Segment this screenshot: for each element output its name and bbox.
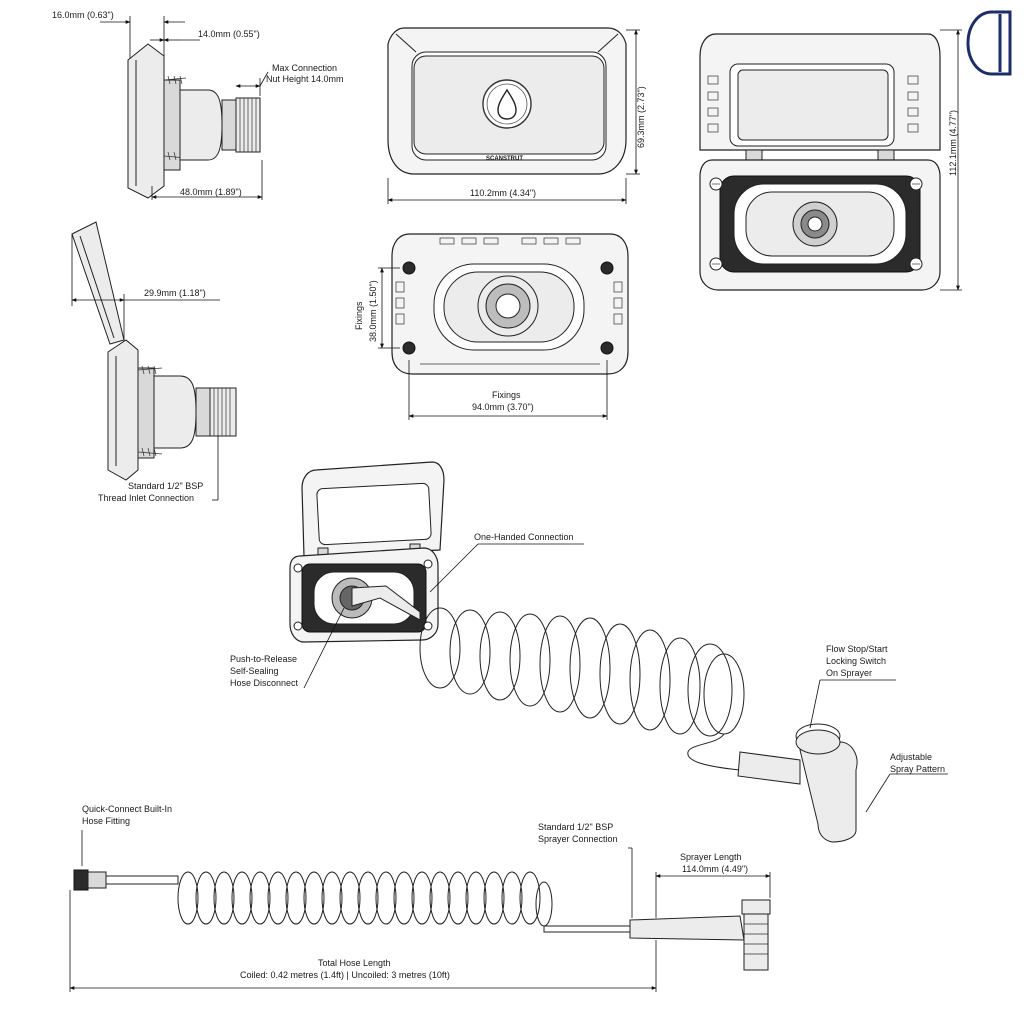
rear-view: Fixings 38.0mm (1.50") Fixings 94.0mm (3…: [354, 233, 629, 420]
dim-side-flange: 14.0mm (0.55"): [198, 29, 260, 39]
dim-open-depth: 29.9mm (1.18"): [144, 288, 206, 298]
label-total-hose-1: Total Hose Length: [318, 958, 391, 968]
front-view-closed: SCANSTRUT 69.3mm (2.73") 110.2mm (4.34"): [387, 27, 646, 204]
dim-side-depth: 48.0mm (1.89"): [180, 187, 242, 197]
side-view-closed: 16.0mm (0.63") 14.0mm (0.55") Max Connec…: [52, 10, 344, 200]
label-bsp-inlet-2: Thread Inlet Connection: [98, 493, 194, 503]
label-bsp-sprayer-1: Standard 1/2" BSP: [538, 822, 613, 832]
label-push-release-2: Self-Sealing: [230, 666, 279, 676]
dim-open-height: 112.1mm (4.77"): [948, 110, 958, 176]
label-flow-stop-1: Flow Stop/Start: [826, 644, 888, 654]
label-total-hose-2: Coiled: 0.42 metres (1.4ft) | Uncoiled: …: [240, 970, 450, 980]
assembly-illustration: One-Handed Connection Push-to-Release Se…: [230, 461, 948, 843]
label-flow-stop-2: Locking Switch: [826, 656, 886, 666]
coiled-hose-assembly: [419, 607, 745, 737]
hose-length-diagram: Sprayer Length 114.0mm (4.49") Standard …: [69, 804, 771, 992]
label-adjustable-1: Adjustable: [890, 752, 932, 762]
label-quick-connect-1: Quick-Connect Built-In: [82, 804, 172, 814]
front-view-open: 112.1mm (4.77"): [699, 29, 962, 291]
brand-logo-icon: [966, 10, 1012, 76]
dim-front-height: 69.3mm (2.73"): [636, 86, 646, 148]
label-max-connection-2: Nut Height 14.0mm: [266, 74, 344, 84]
dim-fixings-h-value: 94.0mm (3.70"): [472, 402, 534, 412]
label-adjustable-2: Spray Pattern: [890, 764, 945, 774]
dim-fixings-v-value: 38.0mm (1.50"): [368, 280, 378, 342]
side-view-open: 29.9mm (1.18") Standard 1/2" BSP Thread …: [71, 221, 237, 503]
label-push-release-1: Push-to-Release: [230, 654, 297, 664]
dim-fixings-h-word: Fixings: [492, 390, 521, 400]
label-bsp-sprayer-2: Sprayer Connection: [538, 834, 618, 844]
dim-fixings-v-word: Fixings: [354, 301, 364, 330]
label-max-connection-1: Max Connection: [272, 63, 337, 73]
dim-front-width: 110.2mm (4.34"): [470, 188, 536, 198]
bottom-hose-coils: [177, 871, 553, 927]
label-push-release-3: Hose Disconnect: [230, 678, 299, 688]
label-sprayer-length-1: Sprayer Length: [680, 852, 742, 862]
label-bsp-inlet-1: Standard 1/2" BSP: [128, 481, 203, 491]
label-one-handed: One-Handed Connection: [474, 532, 574, 542]
label-sprayer-length-2: 114.0mm (4.49"): [682, 864, 748, 874]
label-flow-stop-3: On Sprayer: [826, 668, 872, 678]
dim-side-total: 16.0mm (0.63"): [52, 10, 114, 20]
label-quick-connect-2: Hose Fitting: [82, 816, 130, 826]
brand-text: SCANSTRUT: [486, 156, 523, 162]
water-drop-icon: [482, 79, 532, 129]
